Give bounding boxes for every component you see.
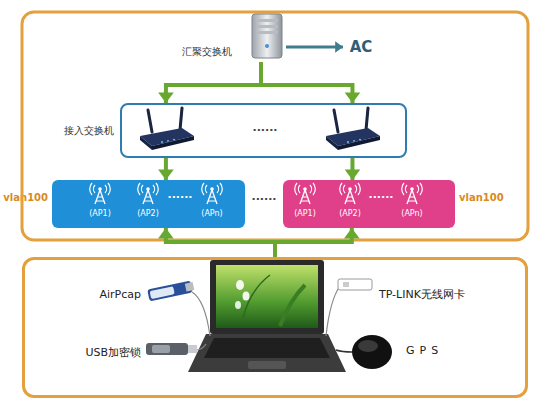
ellipsis: ...... bbox=[368, 188, 393, 201]
ap-icon bbox=[90, 183, 111, 204]
gps-receiver bbox=[352, 335, 392, 369]
ap-label: (AP1) bbox=[89, 209, 111, 219]
flow-arrow bbox=[345, 158, 361, 180]
connector-line bbox=[286, 46, 343, 49]
ap-label: (APn) bbox=[401, 209, 422, 219]
ap-label: (AP2) bbox=[137, 209, 159, 219]
device-label: GPS bbox=[406, 344, 443, 357]
node-label: AC bbox=[350, 38, 373, 56]
ap-icon bbox=[138, 183, 159, 204]
device-label: TP-LINK无线网卡 bbox=[379, 288, 465, 301]
connector-line bbox=[164, 158, 168, 180]
access-switch-box: 接入交换机...... bbox=[120, 103, 407, 158]
flow-arrow bbox=[158, 158, 174, 180]
ap-icon bbox=[402, 183, 423, 204]
controller-node: AC bbox=[343, 36, 379, 58]
ap-group-box: vlan100(AP1)(AP2)......(APn) bbox=[283, 180, 455, 228]
arrow-head bbox=[345, 93, 361, 103]
ellipsis: ...... bbox=[252, 121, 277, 134]
switch-node: 汇聚交换机 bbox=[236, 12, 286, 62]
client-equipment-box: AirPcapUSB加密锁 TP-LINK无线网卡 GPS bbox=[22, 257, 528, 398]
connector-line bbox=[166, 62, 261, 103]
flow-arrow bbox=[275, 228, 360, 257]
ap-icon bbox=[340, 183, 361, 204]
arrow-head bbox=[158, 93, 174, 103]
ellipsis: ...... bbox=[251, 190, 276, 203]
vlan-label: vlan100 bbox=[3, 192, 48, 204]
server-icon bbox=[252, 14, 282, 58]
arrow-head bbox=[345, 170, 361, 180]
arrow-head bbox=[344, 228, 360, 238]
flow-arrow bbox=[286, 41, 343, 53]
ap-label: (AP1) bbox=[294, 209, 316, 219]
vlan-label: vlan100 bbox=[459, 192, 504, 204]
usb-lock bbox=[146, 343, 197, 355]
airpcap-dongle bbox=[147, 280, 194, 301]
connector-line bbox=[350, 158, 354, 180]
node-label: 接入交换机 bbox=[64, 125, 114, 137]
arrow-head bbox=[158, 170, 174, 180]
device-label: AirPcap bbox=[99, 288, 141, 301]
ap-group-box: vlan100(AP1)(AP2)......(APn) bbox=[52, 180, 245, 228]
top-frame bbox=[22, 12, 528, 240]
arrow-head bbox=[335, 41, 343, 53]
laptop-illustration bbox=[188, 260, 346, 372]
ap-icon bbox=[295, 183, 316, 204]
flow-arrow bbox=[158, 62, 360, 103]
ap-label: (AP2) bbox=[339, 209, 361, 219]
ap-label: (APn) bbox=[201, 209, 222, 219]
router-icon bbox=[326, 108, 380, 150]
flow-arrow bbox=[158, 228, 275, 257]
router-icon bbox=[140, 108, 194, 150]
connector-line bbox=[166, 228, 275, 257]
connector-line bbox=[261, 62, 352, 103]
connector-line bbox=[275, 228, 352, 257]
device-label: USB加密锁 bbox=[85, 346, 141, 359]
node-label: 汇聚交换机 bbox=[182, 46, 232, 58]
ellipsis: ...... bbox=[167, 188, 192, 201]
arrow-head bbox=[158, 228, 174, 238]
ap-icon bbox=[202, 183, 223, 204]
wireless-card bbox=[338, 279, 372, 290]
device-cables bbox=[192, 286, 352, 352]
